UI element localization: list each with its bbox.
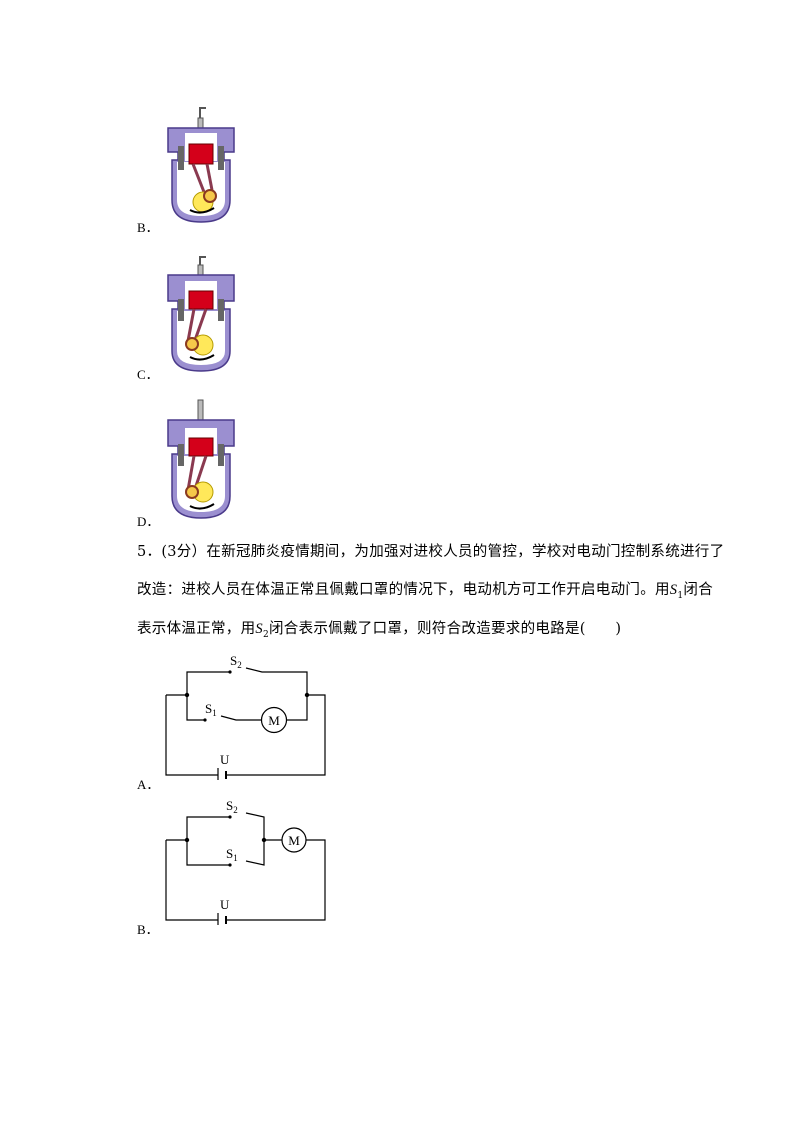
source-label-a: U [220,752,230,767]
svg-text:S2: S2 [230,653,242,670]
engine-cross-section-icon [167,399,235,519]
option-b-label: B． [137,220,159,235]
circuit-diagram-a: S2 S1 M U [165,653,326,780]
engine-cross-section-icon [167,107,235,223]
s1-label-b: S [226,846,233,861]
circuit-a-label: A． [137,777,160,792]
svg-text:S1: S1 [205,701,217,718]
question5-line3: 表示体温正常，用S2闭合表示佩戴了口罩，则符合改造要求的电路是( ) [137,621,622,640]
option-c-label: C． [137,367,159,382]
engine-cross-section-icon [167,256,235,372]
circuit-diagram-b: S2 S1 M U [165,798,326,925]
s2-label-a: S [230,653,237,668]
s2-sub-b: 2 [233,805,238,815]
svg-text:S2: S2 [226,798,238,815]
s2-label-b: S [226,798,233,813]
motor-label-b: M [288,833,300,848]
option-d-label: D． [137,514,160,529]
svg-text:S1: S1 [226,846,238,863]
s1-sub-a: 1 [212,708,217,718]
motor-label-a: M [268,713,280,728]
s2-sub-a: 2 [237,660,242,670]
circuit-b-label: B． [137,922,159,937]
s1-label-a: S [205,701,212,716]
question5-line2: 改造：进校人员在体温正常且佩戴口罩的情况下，电动机方可工作开启电动门。用S1闭合 [137,582,713,601]
source-label-b: U [220,897,230,912]
question5-line1: 5．(3分）在新冠肺炎疫情期间，为加强对进校人员的管控，学校对电动门控制系统进行… [137,544,725,560]
s1-sub-b: 1 [233,853,238,863]
